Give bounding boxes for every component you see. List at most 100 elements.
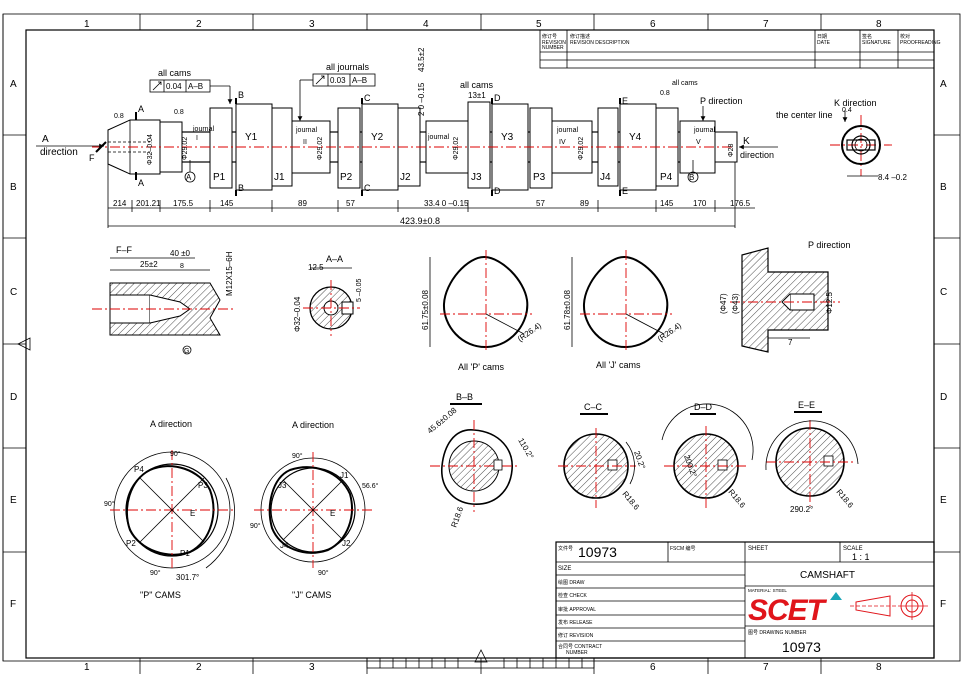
dim-201: 201.21	[136, 199, 161, 208]
ra-08-b: 0.8	[174, 109, 184, 116]
a-dir-p-label-p2: P2	[126, 539, 136, 548]
col-label-5: 5	[536, 19, 542, 30]
dim-175: 175.5	[173, 199, 194, 208]
tb-release: 发布 RELEASE	[558, 619, 593, 626]
dim-89-a: 89	[298, 199, 307, 208]
title-block: 文件号 10973 FSCM 编号 SHEET SCALE 1 : 1 SIZE…	[555, 541, 935, 659]
row-label-d-right: D	[940, 392, 947, 403]
label-journal-iv: IV	[559, 139, 566, 146]
tb-material: MATERIAL: STEEL	[748, 588, 787, 593]
label-y3: Y3	[501, 132, 514, 143]
ra-08-c: 0.8	[660, 90, 670, 97]
a-dir-j-label-j2: J2	[342, 539, 351, 548]
datum-a: A	[186, 173, 192, 182]
all-cams-label: all cams	[158, 68, 192, 78]
p-cams-profile: (R26.4) 61.75±0.08 All 'P' cams	[421, 250, 543, 372]
dim-33: 33.4 0 –0.15	[424, 199, 469, 208]
a-dir-p-title: A direction	[150, 419, 192, 429]
label-journal-1: journal	[192, 126, 214, 133]
label-y1: Y1	[245, 132, 258, 143]
bb-radius: R18.6	[449, 505, 465, 529]
col-label-1-bottom: 1	[84, 662, 90, 673]
col-label-2: 2	[196, 19, 202, 30]
tol-cams-ref: A–B	[188, 82, 203, 91]
label-journal-v: V	[696, 139, 701, 146]
label-y4: Y4	[629, 132, 642, 143]
tb-draw: 绘图 DRAW	[558, 579, 585, 586]
sheet-border: 1 2 3 4 5 6 7 8 1 2 3 6 7 8 A B C D E F …	[2, 13, 961, 674]
a-direction-p-cams: A direction 90° 90° 90° 301.7° P4 P3 P2 …	[104, 419, 235, 600]
scet-logo: SCET	[748, 592, 842, 627]
col-label-7: 7	[763, 19, 769, 30]
a-direction-letter: A	[42, 134, 49, 145]
ee-section: E–E 290.2° R18.6	[765, 400, 859, 514]
p-dir-title: P direction	[808, 240, 850, 250]
bb-angle: 110.2°	[516, 437, 535, 461]
date-header-en: DATE	[817, 40, 831, 46]
signature-header-en: SIGNATURE	[862, 40, 891, 46]
col-label-8-bottom: 8	[876, 662, 882, 673]
label-j4: J4	[600, 172, 611, 183]
diam-29-b: Φ29.02	[317, 137, 324, 160]
camshaft-main-view: Y1 Y2 Y3 Y4 P1 P2 P3 P4 J1 J2 J3 J4 jour…	[36, 47, 778, 228]
a-dir-j-angle-1: 90°	[292, 452, 303, 460]
label-j2: J2	[400, 172, 411, 183]
tol-cams-value: 0.04	[166, 82, 182, 91]
aa-title: A–A	[326, 254, 343, 264]
row-label-a-right: A	[940, 79, 947, 90]
row-label-e-right: E	[940, 495, 947, 506]
rev-number-header-en: REVISION	[542, 40, 566, 46]
row-label-d: D	[10, 392, 17, 403]
k-dim-04: 0.4	[842, 107, 852, 114]
aa-dim-5: 5 –0.05	[356, 279, 363, 302]
diam-29-c: Φ29.02	[453, 137, 460, 160]
dim-2: 2 0 –0.15	[417, 82, 426, 116]
j-cams-a-caption: "J" CAMS	[292, 590, 331, 600]
p-dir-dim-125: Φ12.5	[825, 291, 834, 314]
col-label-3-bottom: 3	[309, 662, 315, 673]
j-cams-height: 61.78±0.08	[563, 289, 572, 330]
label-y2: Y2	[371, 132, 384, 143]
ff-title: F–F	[116, 245, 133, 255]
tb-contract-2: NUMBER	[566, 650, 588, 656]
tolerance-frame-journals: 0.03 A–B	[297, 73, 376, 121]
tb-file-no: 10973	[578, 544, 617, 560]
dim-145-a: 145	[220, 199, 234, 208]
a-dir-j-label-j3: J3	[278, 481, 287, 490]
signature-header: 签名	[862, 33, 872, 40]
projection-symbol-icon	[850, 592, 928, 620]
tolerance-frame-cams: 0.04 A–B	[149, 79, 233, 104]
row-label-c-right: C	[940, 287, 947, 298]
dim-total: 423.9±0.8	[400, 216, 440, 226]
j-cams-caption: All 'J' cams	[596, 360, 641, 370]
col-label-7-bottom: 7	[763, 662, 769, 673]
col-label-4: 4	[423, 19, 429, 30]
col-label-2-bottom: 2	[196, 662, 202, 673]
row-label-c: C	[10, 287, 17, 298]
row-label-b: B	[10, 182, 17, 193]
cc-section: C–C 20.2° R18.6	[558, 402, 647, 512]
a-dir-j-angle-4: 56.6°	[362, 482, 379, 490]
rev-number-header-en2: NUMBER	[542, 45, 564, 51]
col-label-6: 6	[650, 19, 656, 30]
rev-desc-header: 修订描述	[570, 33, 590, 40]
a-dir-p-angle-3: 90°	[150, 569, 161, 577]
row-label-e: E	[10, 495, 17, 506]
bb-title: B–B	[456, 392, 473, 402]
all-cams-label-3: all cams	[672, 80, 698, 87]
dd-title: D–D	[694, 402, 713, 412]
a-dir-j-label-j1: J1	[340, 471, 349, 480]
aa-dim-125: 12.5	[308, 263, 324, 272]
p-cams-caption: All 'P' cams	[458, 362, 504, 372]
label-j1: J1	[274, 172, 285, 183]
k-direction-letter: K	[743, 136, 750, 147]
a-dir-p-label-e: E	[190, 509, 195, 518]
sec-c-top: C	[364, 93, 371, 103]
sec-e-bottom: E	[622, 186, 628, 196]
dim-170: 170	[693, 199, 707, 208]
a-dir-j-angle-3: 90°	[318, 569, 329, 577]
row-label-f: F	[10, 599, 16, 610]
dim-43: 43.5±2	[417, 47, 426, 72]
label-journal-i: I	[196, 135, 198, 142]
date-header: 日期	[817, 34, 827, 40]
